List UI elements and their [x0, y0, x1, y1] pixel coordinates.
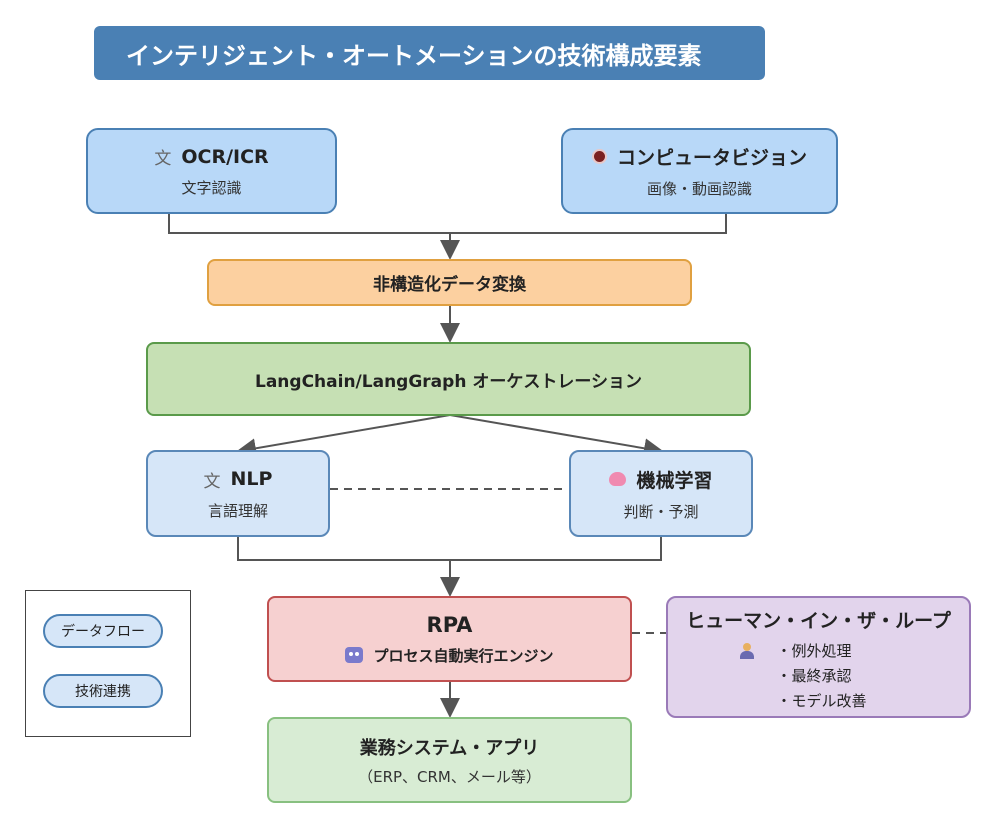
text-icon: 文: [154, 149, 172, 169]
hitl-item: ・例外処理: [776, 642, 852, 660]
node-nlp-label: NLP: [230, 468, 273, 490]
node-transform-label: 非構造化データ変換: [373, 275, 526, 295]
page-title: インテリジェント・オートメーションの技術構成要素: [94, 26, 765, 80]
node-orchestration: LangChain/LangGraph オーケストレーション: [146, 342, 751, 416]
node-rpa: RPA プロセス自動実行エンジン: [267, 596, 632, 682]
hitl-item: ・最終承認: [776, 667, 852, 685]
hitl-list: ・例外処理 ・最終承認 ・モデル改善: [776, 639, 866, 714]
node-business-sub: （ERP、CRM、メール等）: [358, 767, 541, 786]
node-rpa-label: RPA: [426, 612, 473, 637]
node-human-in-the-loop: ヒューマン・イン・ザ・ループ ・例外処理 ・最終承認 ・モデル改善: [666, 596, 971, 718]
brain-icon: [609, 472, 627, 486]
node-machine-learning: 機械学習 判断・予測: [569, 450, 753, 537]
node-ml-sub: 判断・予測: [623, 502, 699, 521]
hitl-item: ・モデル改善: [776, 692, 867, 710]
robot-icon: [345, 647, 364, 663]
node-business-label: 業務システム・アプリ: [359, 737, 540, 759]
eye-icon: [591, 149, 607, 164]
node-ml-label: 機械学習: [636, 469, 713, 492]
node-business-systems: 業務システム・アプリ （ERP、CRM、メール等）: [267, 717, 632, 803]
legend-data-flow: データフロー: [43, 614, 163, 648]
text-icon: 文: [203, 471, 221, 492]
node-data-transform: 非構造化データ変換: [207, 259, 692, 306]
node-ocr-label: OCR/ICR: [181, 145, 269, 168]
node-nlp-sub: 言語理解: [207, 501, 268, 520]
node-nlp: 文 NLP 言語理解: [146, 450, 330, 537]
node-hitl-label: ヒューマン・イン・ザ・ループ: [686, 610, 951, 632]
node-orchestration-label: LangChain/LangGraph オーケストレーション: [255, 371, 642, 392]
legend-tech-link: 技術連携: [43, 674, 163, 708]
legend: データフロー 技術連携: [25, 590, 191, 737]
node-cv-label: コンピュータビジョン: [616, 147, 807, 169]
node-rpa-sub: プロセス自動実行エンジン: [373, 646, 554, 665]
node-computer-vision: コンピュータビジョン 画像・動画認識: [561, 128, 838, 214]
node-ocr-icr: 文 OCR/ICR 文字認識: [86, 128, 337, 214]
person-icon: [740, 643, 755, 659]
node-cv-sub: 画像・動画認識: [646, 180, 752, 198]
node-ocr-sub: 文字認識: [181, 179, 242, 197]
